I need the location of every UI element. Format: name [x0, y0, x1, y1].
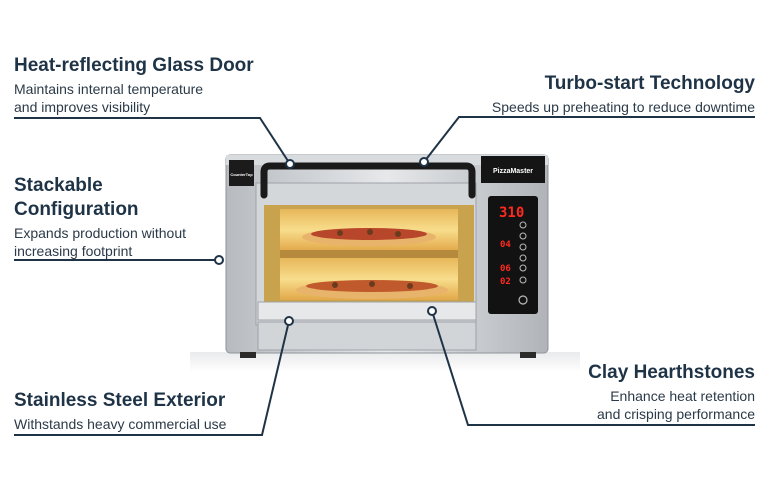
callout-hearthstones: Clay Hearthstones Enhance heat retention…	[495, 361, 755, 423]
callout-title: Stackable Configuration	[14, 175, 139, 220]
callout-title: Stainless Steel Exterior	[14, 390, 226, 411]
svg-text:02: 02	[500, 277, 511, 287]
callout-glass-door: Heat-reflecting Glass Door Maintains int…	[14, 54, 274, 116]
leader-dots	[214, 157, 437, 326]
svg-text:CounterTop: CounterTop	[230, 172, 253, 177]
callout-desc: Speeds up preheating to reduce downtime	[491, 99, 755, 115]
callout-desc: Enhance heat retention and crisping perf…	[597, 388, 755, 422]
callout-desc: Expands production without increasing fo…	[14, 225, 186, 259]
svg-text:06: 06	[500, 264, 511, 274]
svg-text:04: 04	[500, 240, 511, 250]
callout-title: Clay Hearthstones	[588, 362, 755, 383]
oven-top	[226, 155, 548, 165]
model-badge	[229, 160, 254, 186]
hearthstone-plate	[257, 301, 477, 321]
door-handle	[260, 162, 476, 199]
power-icon	[518, 295, 528, 305]
callout-stainless-steel: Stainless Steel Exterior Withstands heav…	[14, 389, 274, 433]
callout-stackable: Stackable Configuration Expands producti…	[14, 174, 234, 260]
leader-lines	[14, 116, 755, 436]
svg-text:PizzaMaster: PizzaMaster	[493, 168, 533, 175]
callout-desc: Maintains internal temperature and impro…	[14, 81, 204, 115]
callout-title: Turbo-start Technology	[544, 73, 755, 94]
svg-text:310: 310	[499, 205, 524, 221]
callout-desc: Withstands heavy commercial use	[14, 416, 227, 432]
callout-turbo-start: Turbo-start Technology Speeds up preheat…	[435, 72, 755, 116]
callout-title: Heat-reflecting Glass Door	[14, 55, 254, 76]
brand-plate	[481, 156, 545, 183]
floor-shadow	[190, 352, 580, 372]
